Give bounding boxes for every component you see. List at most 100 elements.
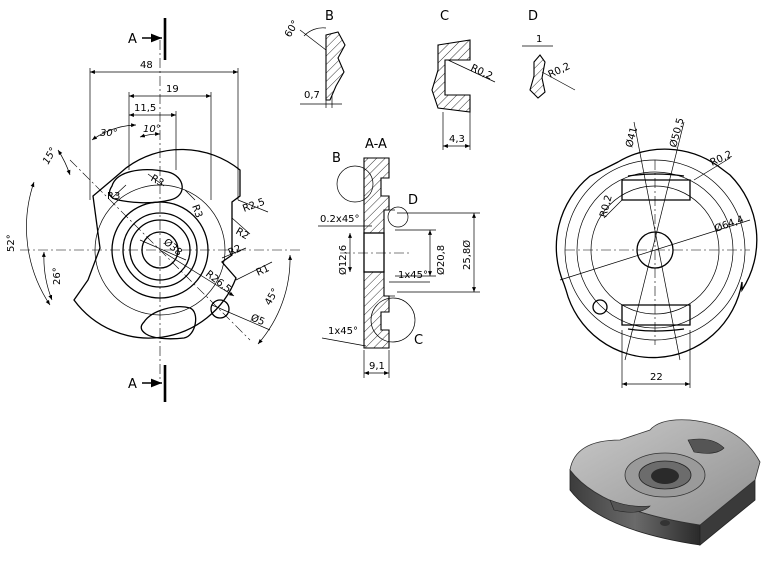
detail-circle-d bbox=[387, 206, 409, 228]
dim-rear-d41: Ø41 bbox=[623, 126, 640, 149]
dim-d12-6: Ø12,6 bbox=[337, 245, 349, 275]
dim-detail-c-43: 4,3 bbox=[449, 134, 465, 145]
dim-25-8: 25,8Ø bbox=[461, 240, 473, 270]
detail-d-profile bbox=[529, 54, 546, 99]
rear-outer-contour bbox=[555, 148, 758, 359]
dim-rear-r02-b: R0,2 bbox=[598, 194, 615, 219]
dim-26deg: 26° bbox=[52, 267, 63, 285]
dim-9-1: 9,1 bbox=[369, 361, 385, 372]
leader-d38 bbox=[139, 239, 187, 261]
leader-r26-5 bbox=[159, 249, 235, 297]
detail-circle-c bbox=[370, 297, 416, 343]
section-detail-b-label: B bbox=[332, 151, 341, 166]
dim-detail-d-r02: R0,2 bbox=[547, 61, 572, 81]
dim-45deg: 45° bbox=[263, 287, 281, 308]
leader-rear-d50 bbox=[624, 121, 685, 361]
leader-r2b bbox=[221, 247, 247, 259]
dim-detail-c-r02: R0,2 bbox=[469, 63, 494, 83]
dim-r1: R1 bbox=[255, 263, 272, 279]
leader-r2-5 bbox=[237, 199, 269, 213]
arc-10 bbox=[139, 131, 161, 138]
dim-chamfer-1b: 1x45° bbox=[328, 326, 358, 337]
render-pin-hole bbox=[660, 520, 670, 526]
detail-c-profile bbox=[431, 39, 471, 113]
section-body-upper bbox=[363, 157, 390, 234]
leader-r3b bbox=[147, 173, 165, 187]
dim-r26-5: R26,5 bbox=[203, 269, 233, 296]
dim-r2-a: R2 bbox=[234, 226, 251, 242]
rear-lower-slot-arc bbox=[627, 328, 685, 332]
dim-r3-b: R3 bbox=[149, 173, 166, 189]
leader-rear-d41 bbox=[633, 121, 681, 361]
detail-c-leader bbox=[447, 59, 496, 83]
front-pin-hole bbox=[210, 299, 230, 319]
detail-c: C R0,2 4,3 bbox=[431, 9, 496, 150]
rear-lower-slot bbox=[621, 304, 691, 326]
dim-11-5: 11,5 bbox=[134, 103, 156, 114]
detail-d-title: D bbox=[528, 9, 538, 24]
rear-pin-hole bbox=[592, 299, 608, 315]
render-slot-2 bbox=[609, 499, 651, 513]
front-view: A A 48 19 11,5 30° 10° 15° 52° 26° 45° R… bbox=[6, 18, 300, 402]
dim-d38: Ø38 bbox=[161, 236, 185, 258]
detail-d: D 1 R0,2 bbox=[522, 9, 576, 99]
detail-b: B 60° 0,7 bbox=[283, 9, 346, 108]
dim-d20-8: Ø20,8 bbox=[435, 245, 447, 275]
arc-52 bbox=[26, 181, 51, 306]
dim-detail-d-1: 1 bbox=[536, 34, 542, 45]
leader-r3c bbox=[184, 189, 196, 201]
dim-rear-22: 22 bbox=[650, 372, 663, 383]
dim-30deg: 30° bbox=[100, 128, 118, 139]
dim-r3-c: R3 bbox=[189, 203, 204, 219]
dim-15deg: 15° bbox=[41, 146, 59, 167]
dim-10deg: 10° bbox=[143, 124, 161, 135]
leader-ch1b bbox=[321, 337, 367, 347]
isometric-render bbox=[569, 419, 761, 546]
arc-30 bbox=[91, 123, 137, 141]
leader-r3a bbox=[111, 184, 127, 199]
section-detail-d-label: D bbox=[408, 193, 418, 208]
leader-rear-d64 bbox=[559, 219, 751, 281]
leader-d5 bbox=[211, 304, 271, 331]
detail-c-title: C bbox=[440, 9, 449, 24]
arc-45 bbox=[257, 254, 293, 345]
detail-b-profile bbox=[325, 31, 346, 101]
front-outer-contour bbox=[73, 148, 241, 339]
arc-26 bbox=[41, 251, 53, 301]
section-view: A-A B D C 0.2x45° Ø12,6 Ø20,8 25,8Ø 1x45… bbox=[318, 137, 480, 378]
detail-b-angle-ref bbox=[299, 29, 327, 51]
render-bore bbox=[651, 468, 679, 484]
section-body-lower bbox=[363, 271, 390, 349]
dim-chamfer-02: 0.2x45° bbox=[320, 214, 360, 225]
rear-view: Ø41 Ø50,5 R0,2 R0,2 Ø64,4 22 bbox=[555, 117, 758, 388]
leader-rear-r02b bbox=[603, 199, 623, 219]
dim-detail-b-60deg: 60° bbox=[283, 19, 301, 40]
dim-r3-a: R3 bbox=[107, 191, 120, 202]
detail-circle-b bbox=[336, 165, 374, 203]
render-slot-1 bbox=[687, 438, 725, 454]
dim-chamfer-1a: 1x45° bbox=[398, 270, 428, 281]
leader-rear-r02a bbox=[693, 157, 731, 181]
leader-r2a bbox=[231, 217, 251, 235]
section-label-top: A bbox=[128, 32, 137, 47]
front-lower-slot bbox=[140, 306, 197, 340]
dim-detail-b-07: 0,7 bbox=[304, 90, 320, 101]
dim-rear-r02-a: R0,2 bbox=[709, 149, 734, 169]
dim-19: 19 bbox=[166, 84, 179, 95]
dim-rear-d50-5: Ø50,5 bbox=[667, 117, 686, 149]
dim-d5: Ø5 bbox=[249, 312, 267, 328]
arc-15 bbox=[57, 149, 71, 176]
dim-48: 48 bbox=[140, 60, 153, 71]
section-label-bottom: A bbox=[128, 377, 137, 392]
detail-b-title: B bbox=[325, 9, 334, 24]
dim-rear-d64-4: Ø64,4 bbox=[713, 213, 745, 235]
leader-r1 bbox=[235, 261, 273, 281]
section-bore bbox=[363, 232, 385, 273]
rear-upper-slot bbox=[621, 179, 691, 201]
dim-r2-b: R2 bbox=[227, 243, 244, 259]
dim-r2-5: R2,5 bbox=[241, 197, 266, 215]
dim-52deg: 52° bbox=[6, 234, 17, 252]
detail-d-leader bbox=[541, 71, 576, 91]
section-detail-c-label: C bbox=[414, 333, 423, 348]
